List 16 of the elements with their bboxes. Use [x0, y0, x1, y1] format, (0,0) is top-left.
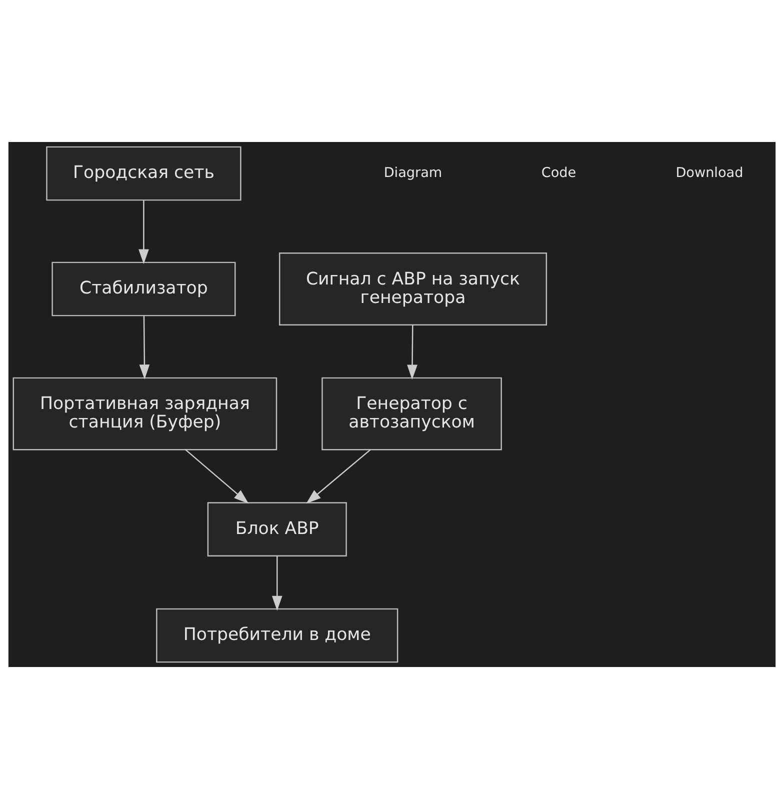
- arrow: [306, 448, 371, 504]
- arrow: [138, 200, 149, 264]
- node-box: Генератор с автозапуском: [322, 376, 502, 450]
- node-box: Сигнал с АВР на запуск генератора: [278, 252, 548, 325]
- node-box: Стабилизатор: [52, 261, 236, 316]
- label: Diagram: [384, 164, 442, 180]
- arrow: [272, 556, 282, 610]
- node-box: Блок АВР: [207, 502, 347, 556]
- label: Code: [541, 164, 576, 180]
- arrow: [407, 324, 418, 380]
- label: Download: [676, 164, 744, 180]
- arrow: [139, 315, 150, 379]
- node-box: Потребители в доме: [156, 608, 398, 662]
- node-box: Портативная зарядная станция (Буфер): [12, 376, 278, 450]
- node-box: Городская сеть: [46, 146, 242, 200]
- arrow: [185, 448, 249, 504]
